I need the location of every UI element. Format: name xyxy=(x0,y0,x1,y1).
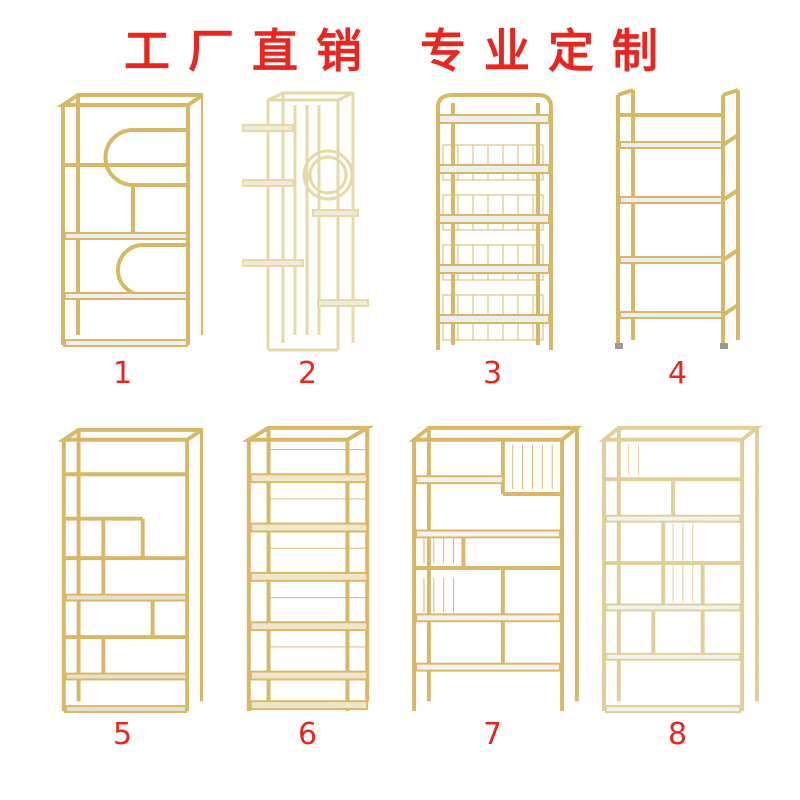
shelf-illustration xyxy=(435,93,553,350)
shelf-illustration xyxy=(614,88,740,349)
product-number: 3 xyxy=(482,356,503,391)
product-number: 4 xyxy=(667,356,688,391)
product-item[interactable]: 6 xyxy=(215,420,400,750)
shelf-illustration xyxy=(241,91,369,352)
product-item[interactable]: 1 xyxy=(30,85,215,395)
product-grid: 1 2 xyxy=(30,85,770,785)
product-number: 6 xyxy=(297,717,318,752)
shelf-illustration xyxy=(56,427,203,714)
product-item[interactable]: 8 xyxy=(585,420,770,750)
headline-left: 工厂直销 xyxy=(124,24,380,78)
headline-banner: 工厂直销 专业定制 xyxy=(0,18,800,78)
shelf-illustration xyxy=(597,425,763,714)
product-item[interactable]: 7 xyxy=(400,420,585,750)
product-number: 8 xyxy=(667,717,688,752)
product-number: 5 xyxy=(112,717,133,752)
headline-right: 专业定制 xyxy=(420,24,676,78)
shelf-illustration xyxy=(407,425,582,712)
product-item[interactable]: 5 xyxy=(30,420,215,750)
product-item[interactable]: 4 xyxy=(585,85,770,395)
product-number: 1 xyxy=(112,356,133,391)
product-number: 2 xyxy=(297,356,318,391)
shelf-illustration xyxy=(241,425,374,712)
product-item[interactable]: 3 xyxy=(400,85,585,395)
shelf-illustration xyxy=(55,93,203,347)
product-item[interactable]: 2 xyxy=(215,85,400,395)
product-number: 7 xyxy=(482,717,503,752)
